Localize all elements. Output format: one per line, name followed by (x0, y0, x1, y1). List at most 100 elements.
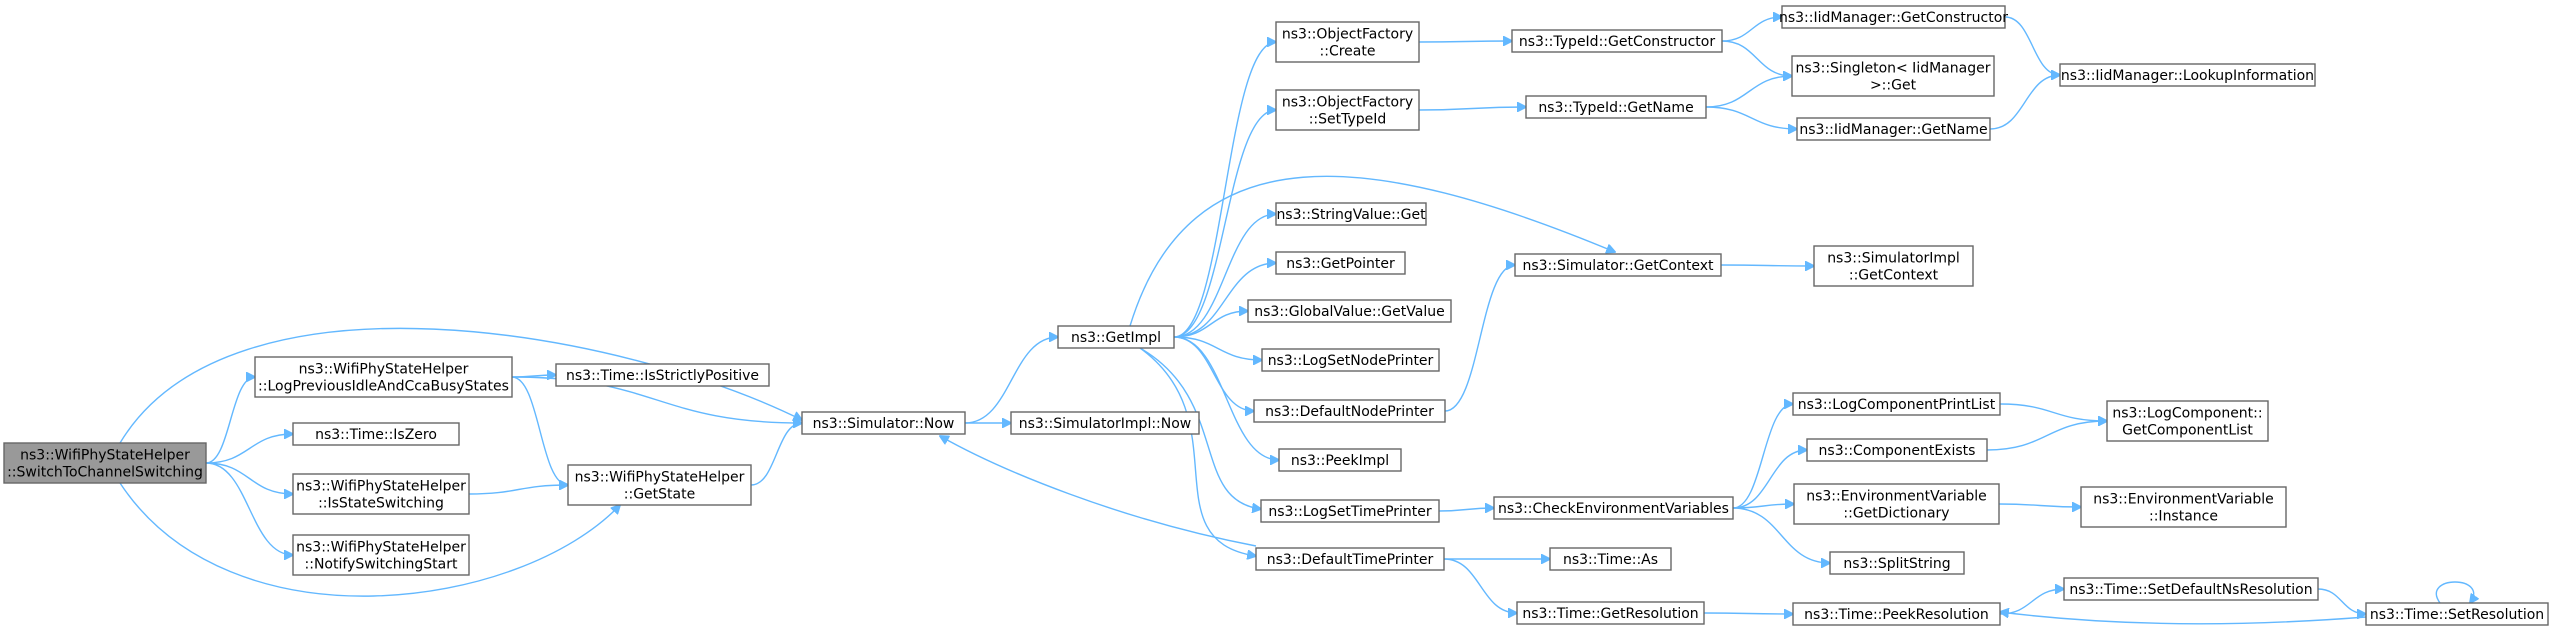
edges-layer (119, 17, 2474, 625)
node-label: ns3::WifiPhyStateHelper (296, 540, 466, 556)
edge-getState-to-simNow (750, 423, 802, 486)
edge-typeIdGetName-to-iidGetName (1705, 106, 1797, 129)
node-box (1247, 299, 1452, 323)
node-label: ns3::WifiPhyStateHelper (575, 470, 745, 486)
node-singletonGet[interactable]: ns3::Singleton< IidManager>::Get (1791, 55, 1995, 97)
node-logCompPrintList[interactable]: ns3::LogComponentPrintList (1792, 392, 2001, 416)
node-box (1493, 496, 1734, 520)
node-box (1549, 547, 1672, 571)
node-label: ns3::GetPointer (1286, 256, 1395, 272)
edge-switch-to-notifySwitching (205, 462, 293, 555)
edge-getImpl-to-globalValueGet (1173, 311, 1248, 338)
node-box (1010, 411, 1200, 435)
node-box (2106, 400, 2269, 442)
node-simImplNow[interactable]: ns3::SimulatorImpl::Now (1010, 411, 1200, 435)
node-iidGetConstructor[interactable]: ns3::IidManager::GetConstructor (1779, 5, 2008, 29)
node-timeAs[interactable]: ns3::Time::As (1549, 547, 1672, 571)
node-stringValueGet[interactable]: ns3::StringValue::Get (1275, 202, 1427, 226)
node-simNow[interactable]: ns3::Simulator::Now (801, 411, 966, 435)
node-label: ::LogPreviousIdleAndCcaBusyStates (258, 379, 509, 395)
node-typeIdGetConstructor[interactable]: ns3::TypeId::GetConstructor (1511, 29, 1723, 53)
node-getState[interactable]: ns3::WifiPhyStateHelper::GetState (567, 464, 752, 506)
edge-setDefaultNsRes-to-setResolution (2317, 588, 2366, 614)
node-label: ns3::CheckEnvironmentVariables (1498, 501, 1729, 517)
node-logPrev[interactable]: ns3::WifiPhyStateHelper::LogPreviousIdle… (254, 356, 513, 398)
node-checkEnv[interactable]: ns3::CheckEnvironmentVariables (1493, 496, 1734, 520)
edge-logPrev-to-getState (511, 376, 568, 485)
node-envGetDictionary[interactable]: ns3::EnvironmentVariable::GetDictionary (1793, 483, 2000, 525)
node-peekImpl[interactable]: ns3::PeekImpl (1278, 448, 1402, 472)
node-switch: ns3::WifiPhyStateHelper::SwitchToChannel… (3, 442, 207, 484)
node-getPointer[interactable]: ns3::GetPointer (1275, 251, 1406, 275)
node-label: ns3::Time::As (1563, 552, 1658, 568)
node-isStrictlyPositive[interactable]: ns3::Time::IsStrictlyPositive (555, 363, 770, 387)
node-logSetNodePrinter[interactable]: ns3::LogSetNodePrinter (1261, 348, 1440, 372)
node-typeIdGetName[interactable]: ns3::TypeId::GetName (1525, 95, 1707, 119)
node-defaultNodePrinter[interactable]: ns3::DefaultNodePrinter (1253, 399, 1446, 423)
node-box (3, 442, 207, 484)
node-peekResolution[interactable]: ns3::Time::PeekResolution (1792, 602, 2001, 626)
node-label: ns3::WifiPhyStateHelper (20, 448, 190, 464)
node-label: ::Create (1320, 44, 1376, 60)
edge-getImpl-to-simGetContext (1129, 175, 1615, 327)
node-isZero[interactable]: ns3::Time::IsZero (292, 422, 460, 446)
node-box (2080, 486, 2287, 528)
node-label: ::IsStateSwitching (318, 496, 444, 512)
edge-checkEnv-to-logCompPrintList (1732, 404, 1793, 509)
node-label: GetComponentList (2122, 423, 2253, 439)
node-box (567, 464, 752, 506)
node-label: ::SetTypeId (1309, 112, 1387, 128)
node-timeGetResolution[interactable]: ns3::Time::GetResolution (1516, 601, 1705, 625)
node-label: ns3::LogSetTimePrinter (1268, 504, 1432, 520)
node-splitString[interactable]: ns3::SplitString (1829, 551, 1965, 575)
node-logSetTimePrinter[interactable]: ns3::LogSetTimePrinter (1260, 499, 1440, 523)
node-defaultTimePrinter[interactable]: ns3::DefaultTimePrinter (1255, 547, 1445, 571)
node-logCompGetList[interactable]: ns3::LogComponent::GetComponentList (2106, 400, 2269, 442)
edge-defaultNodePrinter-to-simGetContext (1444, 265, 1515, 412)
node-label: ns3::ObjectFactory (1282, 95, 1413, 111)
edge-switch-to-logPrev (205, 377, 255, 464)
node-isStateSwitching[interactable]: ns3::WifiPhyStateHelper::IsStateSwitchin… (292, 473, 470, 515)
node-box (1781, 5, 2006, 29)
node-box (292, 534, 470, 576)
node-label: ns3::IidManager::GetConstructor (1779, 10, 2008, 26)
node-box (1261, 348, 1440, 372)
node-box (1275, 89, 1420, 131)
edge-iidGetName-to-iidLookup (1989, 75, 2060, 130)
node-simGetContext[interactable]: ns3::Simulator::GetContext (1514, 253, 1722, 277)
edge-switch-to-getState (119, 482, 620, 597)
node-notifySwitching[interactable]: ns3::WifiPhyStateHelper::NotifySwitching… (292, 534, 470, 576)
edge-compExists-to-logCompGetList (1986, 421, 2107, 451)
node-label: ::GetDictionary (1843, 506, 1949, 522)
node-ofSetTypeId[interactable]: ns3::ObjectFactory::SetTypeId (1275, 89, 1420, 131)
edge-logSetTimePrinter-to-checkEnv (1438, 508, 1494, 511)
node-envInstance[interactable]: ns3::EnvironmentVariable::Instance (2080, 486, 2287, 528)
node-box (801, 411, 966, 435)
node-compExists[interactable]: ns3::ComponentExists (1806, 438, 1988, 462)
node-label: ns3::EnvironmentVariable (2093, 492, 2274, 508)
node-box (292, 473, 470, 515)
node-label: ns3::ComponentExists (1819, 443, 1976, 459)
node-getImpl[interactable]: ns3::GetImpl (1057, 325, 1175, 349)
node-globalValueGet[interactable]: ns3::GlobalValue::GetValue (1247, 299, 1452, 323)
node-setDefaultNsRes[interactable]: ns3::Time::SetDefaultNsResolution (2063, 577, 2319, 601)
node-label: >::Get (1870, 78, 1917, 94)
node-label: ns3::Time::IsStrictlyPositive (566, 368, 759, 384)
node-label: ns3::SimulatorImpl (1827, 251, 1960, 267)
node-label: ns3::LogComponent:: (2112, 406, 2262, 422)
node-label: ns3::Simulator::Now (813, 416, 955, 432)
node-box (1275, 21, 1420, 63)
node-box (555, 363, 770, 387)
node-setResolution[interactable]: ns3::Time::SetResolution (2365, 602, 2549, 626)
node-iidLookup[interactable]: ns3::IidManager::LookupInformation (2059, 63, 2316, 87)
node-label: ns3::IidManager::LookupInformation (2061, 68, 2314, 84)
edge-simNow-to-getImpl (964, 337, 1058, 424)
node-simImplGetContext[interactable]: ns3::SimulatorImpl::GetContext (1813, 245, 1974, 287)
node-ofCreate[interactable]: ns3::ObjectFactory::Create (1275, 21, 1420, 63)
node-box (1791, 55, 1995, 97)
node-box (2059, 63, 2316, 87)
node-iidGetName[interactable]: ns3::IidManager::GetName (1796, 117, 1991, 141)
node-box (1806, 438, 1988, 462)
node-box (1793, 483, 2000, 525)
edge-getImpl-to-logSetNodePrinter (1173, 336, 1262, 360)
